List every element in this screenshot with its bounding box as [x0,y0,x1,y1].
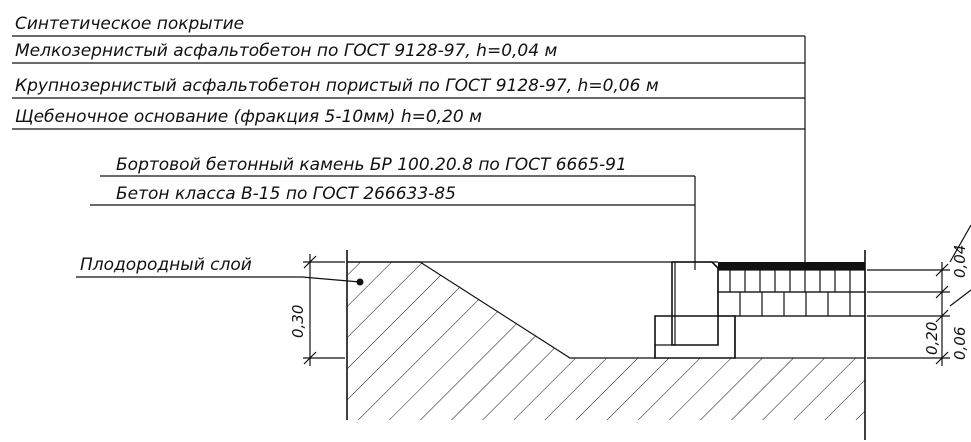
label-gravel-base: Щебеночное основание (фракция 5-10мм) h=… [15,107,482,127]
label-fertile-layer: Плодородный слой [80,255,252,275]
label-curb-concrete: Бетон класса В-15 по ГОСТ 266633-85 [116,184,456,204]
section-body [346,250,866,440]
dim-fine-height: 0,04 [951,245,969,278]
dimension-left: 0,30 [289,254,345,366]
label-synthetic-cover: Синтетическое покрытие [15,14,244,34]
dimension-right: 0,20 0,06 0,04 [867,224,971,366]
dim-left-height: 0,30 [289,305,307,338]
layer-labels: Синтетическое покрытие Мелкозернистый ас… [12,14,806,262]
concrete-foundation [654,315,736,359]
fine-asphalt-layer [717,269,866,293]
dim-base-height: 0,20 [923,322,941,355]
soil-label: Плодородный слой [76,255,364,286]
label-coarse-asphalt: Крупнозернистый асфальтобетон пористый п… [15,76,659,96]
curb-stone [671,261,719,346]
dim-coarse-height: 0,06 [951,327,969,360]
synthetic-cover [718,262,865,270]
label-fine-asphalt: Мелкозернистый асфальтобетон по ГОСТ 912… [15,41,557,61]
label-curb-stone: Бортовой бетонный камень БР 100.20.8 по … [116,155,627,175]
soil-hatch [347,262,865,420]
gravel-base-right [734,315,866,359]
curb-labels: Бортовой бетонный камень БР 100.20.8 по … [90,155,696,270]
